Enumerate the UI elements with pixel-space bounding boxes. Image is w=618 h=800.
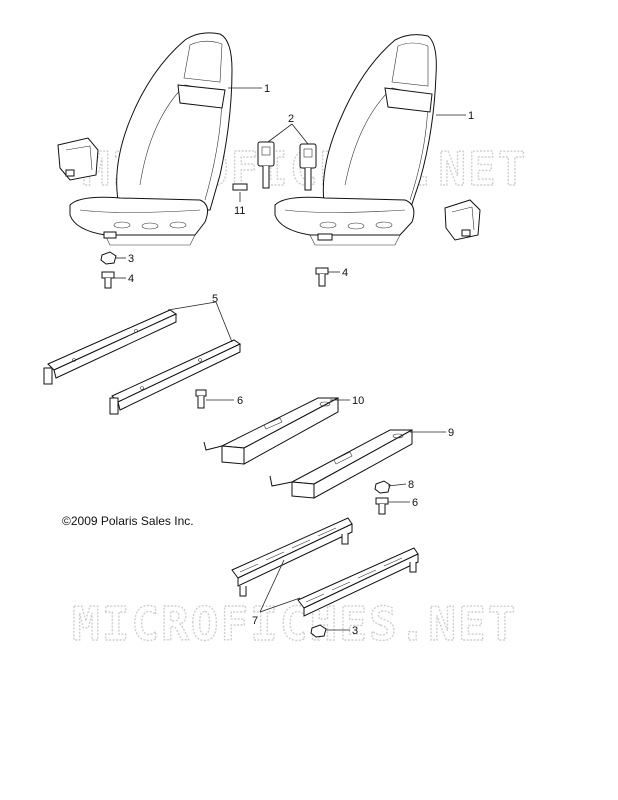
seat-back-cover-left [57, 137, 99, 181]
callout-3-left: 3 [128, 253, 134, 265]
seat-track-7-upper [231, 517, 353, 597]
callout-3-bottom: 3 [352, 625, 358, 637]
callout-8: 8 [408, 479, 414, 491]
callout-1-right: 1 [468, 110, 474, 122]
mounting-rail-5-lower [109, 339, 242, 415]
copyright-notice: ©2009 Polaris Sales Inc. [62, 514, 194, 528]
callout-9: 9 [448, 427, 454, 439]
callout-1-left: 1 [264, 83, 270, 95]
callout-5: 5 [212, 293, 218, 305]
nut-8 [374, 480, 391, 494]
callout-4-right: 4 [342, 267, 348, 279]
watermark-bottom: MICROFICHES.NET [72, 597, 517, 651]
callout-11: 11 [234, 205, 245, 217]
seat-back-cover-right [444, 199, 481, 241]
seat-slider-10 [203, 397, 339, 465]
seat-belt-buckle-right [299, 143, 317, 191]
callout-4-left: 4 [128, 273, 134, 285]
bolt-4-left [101, 271, 115, 289]
mounting-rail-5-upper [43, 309, 178, 385]
decal-part-11 [232, 183, 248, 191]
left-seat [69, 32, 233, 246]
callout-6-lower: 6 [412, 497, 418, 509]
leader-lines [114, 87, 466, 631]
seat-belt-buckle-left [257, 141, 275, 189]
bolt-6-lower [375, 497, 389, 515]
callout-6-upper: 6 [237, 395, 243, 407]
bolt-4-right [315, 267, 329, 287]
bolt-6-upper [195, 389, 207, 409]
callout-7: 7 [252, 615, 258, 627]
right-seat [274, 34, 437, 246]
seat-slider-9 [269, 429, 413, 499]
nut-3-left [100, 251, 117, 265]
callout-10: 10 [352, 395, 364, 407]
seat-track-7-lower [297, 547, 419, 617]
nut-3-bottom [310, 624, 327, 638]
callout-2: 2 [288, 113, 294, 125]
